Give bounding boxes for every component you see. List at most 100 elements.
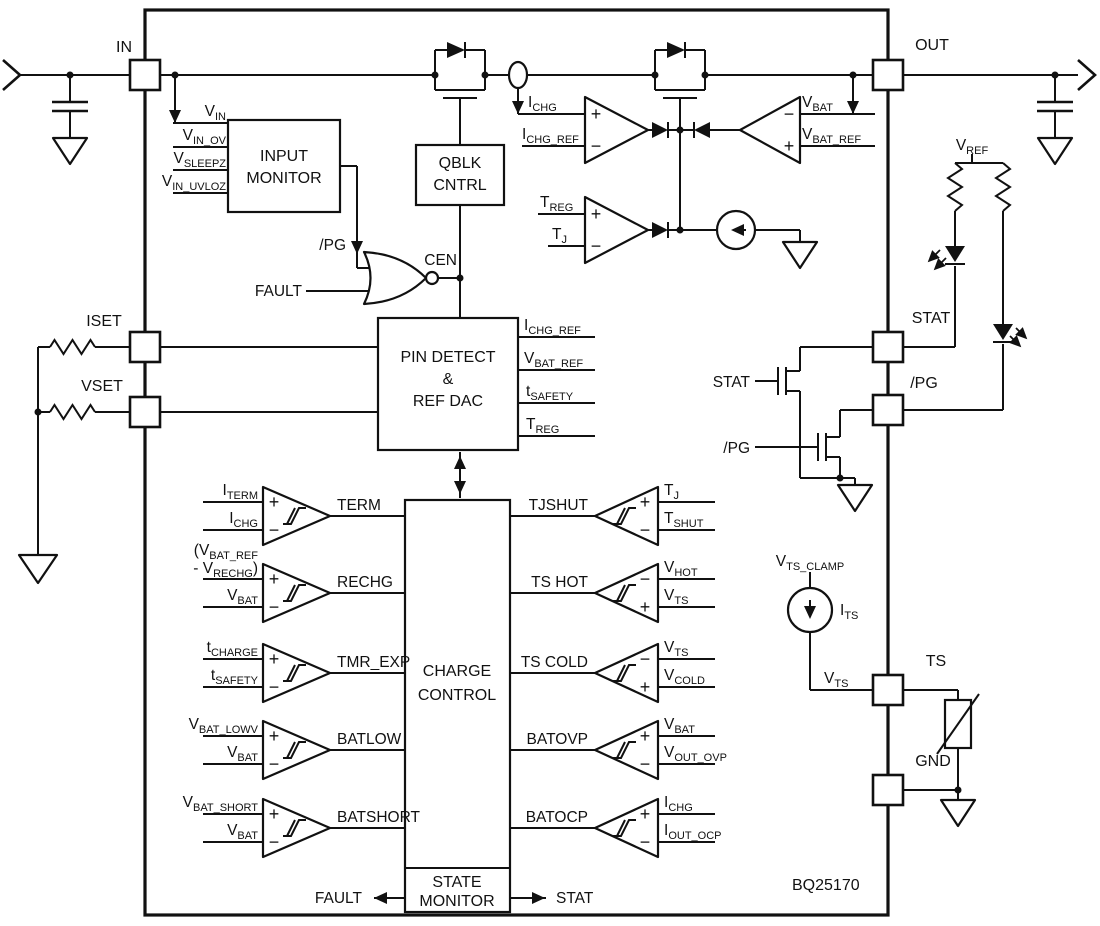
comparator-name: TS COLD <box>521 654 588 671</box>
hysteresis-icon <box>283 507 306 525</box>
tsafety-out-label: tSAFETY <box>526 383 574 403</box>
hysteresis-icon <box>613 819 636 837</box>
ground-symbol <box>51 136 89 166</box>
block-label: INPUT <box>260 148 308 165</box>
input-label: VBAT_SHORT <box>183 794 259 814</box>
vts-label: VTS <box>824 670 848 690</box>
plus-sign: + <box>269 726 280 746</box>
input-label: VBAT_LOWV <box>189 716 259 736</box>
input-label: (VBAT_REF <box>194 542 258 562</box>
input-label: ITERM <box>223 482 258 502</box>
its-label: ITS <box>840 602 858 622</box>
pg-signal-label: /PG <box>319 237 346 254</box>
comparator-name: TMR_EXP <box>337 654 410 671</box>
input-label: tCHARGE <box>207 639 258 659</box>
input-label: - VRECHG) <box>193 560 258 580</box>
minus-sign: − <box>269 520 280 540</box>
gate-bias-current-source <box>715 209 757 251</box>
input-label: IOUT_OCP <box>664 822 722 842</box>
input-label: VTS <box>664 639 688 659</box>
minus-sign: − <box>784 104 795 124</box>
comparator-name: TERM <box>337 497 381 514</box>
output-capacitor <box>1037 100 1073 113</box>
chip-outline <box>143 8 890 917</box>
pg-gate-label: /PG <box>723 440 750 457</box>
ts-current-source <box>786 586 834 634</box>
pin-label: /PG <box>910 375 938 392</box>
comparator-rechg: + − RECHG (VBAT_REF - VRECHG) VBAT <box>193 542 393 624</box>
ichg-error-amp: + − ICHG ICHG_REF <box>522 94 650 165</box>
vbat-error-amp: − + VBAT VBAT_REF <box>738 94 861 165</box>
input-label: ICHG <box>229 510 258 530</box>
block-label: & <box>443 371 454 388</box>
comparator-batshort: + − BATSHORT VBAT_SHORT VBAT <box>183 794 420 859</box>
block-label: PIN DETECT <box>400 349 495 366</box>
plus-sign: + <box>269 569 280 589</box>
plus-sign: + <box>640 726 651 746</box>
pin-ts: TS <box>871 653 946 707</box>
ichg-loop-diode-icon <box>652 122 668 138</box>
body-diode-1-icon <box>447 42 465 58</box>
vbat-loop-diode-icon <box>694 122 710 138</box>
treg-error-amp: + − TREG TJ <box>540 194 650 265</box>
hysteresis-icon <box>613 584 636 602</box>
minus-sign: − <box>269 832 280 852</box>
iset-resistor <box>49 338 96 356</box>
block-label: CONTROL <box>418 687 496 704</box>
comparator-name: BATSHORT <box>337 809 420 826</box>
fault-input-label: FAULT <box>255 283 303 300</box>
plus-sign: + <box>269 649 280 669</box>
comparator-name: BATOVP <box>527 731 588 748</box>
minus-sign: − <box>269 677 280 697</box>
stat-output-label: STAT <box>556 890 594 907</box>
pin-label: TS <box>926 653 946 670</box>
plus-sign: + <box>640 597 651 617</box>
comparator-ts-cold: − + TS COLD VTS VCOLD <box>521 639 705 704</box>
hysteresis-icon <box>613 741 636 759</box>
minus-sign: − <box>591 136 602 156</box>
comparator-batovp: + − BATOVP VBAT VOUT_OVP <box>527 716 727 781</box>
minus-sign: − <box>269 754 280 774</box>
comparator-term: + − TERM ITERM ICHG <box>223 482 381 547</box>
thermistor <box>936 693 980 755</box>
wire-routing <box>20 42 1078 899</box>
input-label: VBAT <box>227 822 258 842</box>
ground-symbol <box>1036 136 1074 166</box>
plus-sign: + <box>269 492 280 512</box>
vset-resistor <box>49 403 96 421</box>
led-emission-arrow-icon <box>933 257 947 271</box>
input-label: VBAT <box>227 744 258 764</box>
nor-gate <box>362 250 440 306</box>
input-label: TJ <box>552 226 567 246</box>
comparator-name: BATLOW <box>337 731 402 748</box>
minus-sign: − <box>640 832 651 852</box>
vin-label: VIN <box>205 103 226 123</box>
minus-sign: − <box>640 649 651 669</box>
comparator-name: RECHG <box>337 574 393 591</box>
vts-clamp-label: VTS_CLAMP <box>776 553 844 573</box>
pin-label: VSET <box>81 378 123 395</box>
input-label: VHOT <box>664 559 698 579</box>
hysteresis-icon <box>283 741 306 759</box>
output-line-chevron-icon <box>1077 59 1097 91</box>
input-label: VBAT_REF <box>802 126 861 146</box>
hysteresis-icon <box>283 584 306 602</box>
pin-in: IN <box>116 39 162 92</box>
block-label: CNTRL <box>433 177 486 194</box>
plus-sign: + <box>269 804 280 824</box>
ground-symbol <box>939 798 977 828</box>
plus-sign: + <box>640 804 651 824</box>
minus-sign: − <box>640 569 651 589</box>
vsleepz-label: VSLEEPZ <box>173 150 226 170</box>
pin-detect-refdac-block: PIN DETECT & REF DAC <box>376 316 520 452</box>
input-label: TREG <box>540 194 573 214</box>
comparator-name: TS HOT <box>531 574 588 591</box>
input-label: ICHG <box>664 794 693 814</box>
minus-sign: − <box>640 520 651 540</box>
input-label: ICHG_REF <box>522 126 579 146</box>
pin-vset: VSET <box>81 378 162 429</box>
treg-loop-diode-icon <box>652 222 668 238</box>
pin-label: ISET <box>86 313 122 330</box>
pin-iset: ISET <box>86 313 162 364</box>
